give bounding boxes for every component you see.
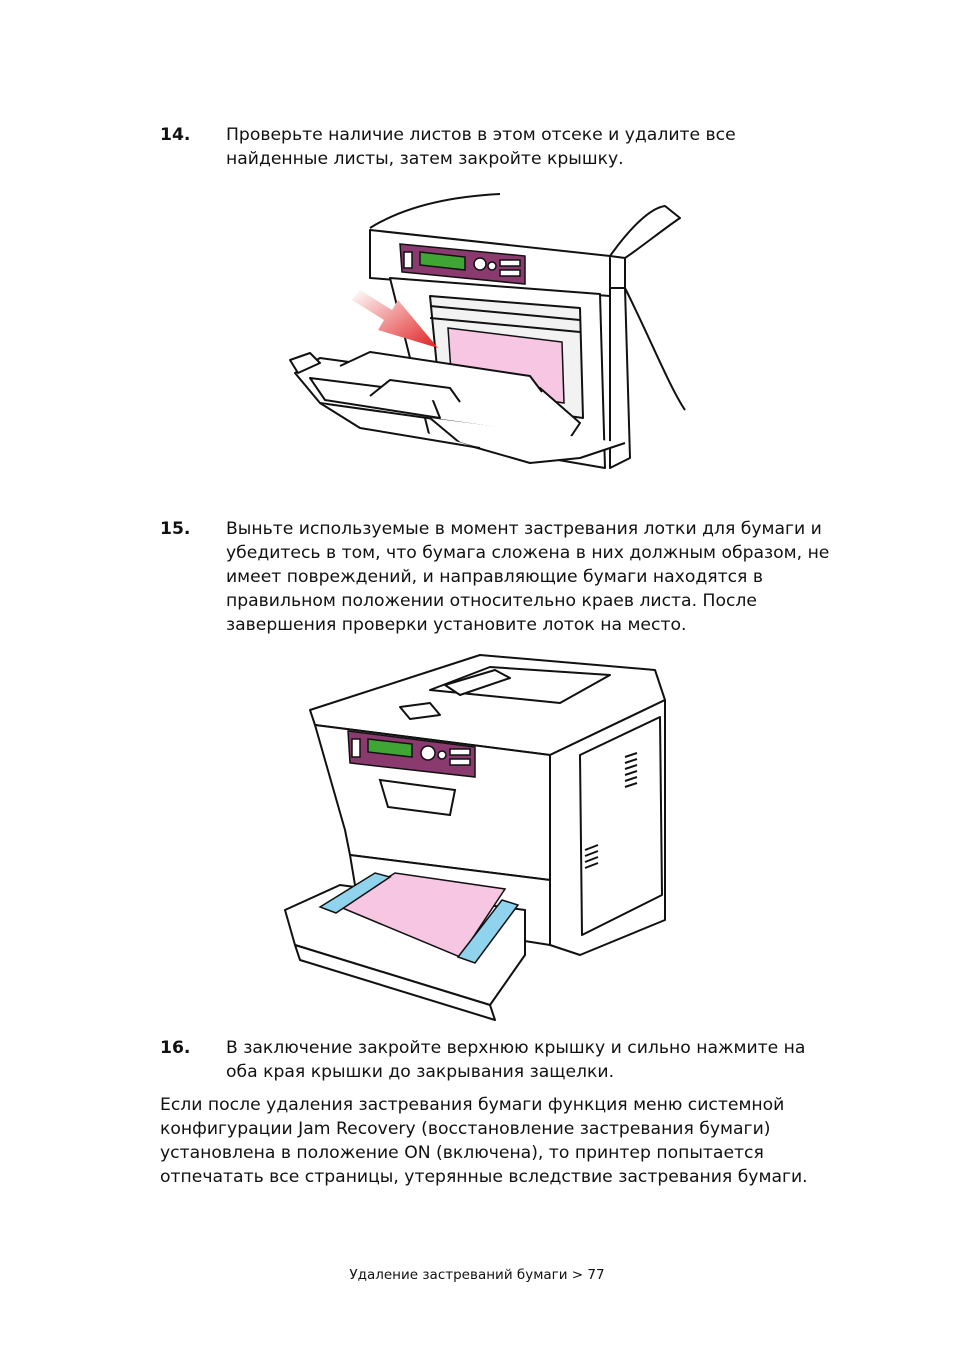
step-number: 15.	[160, 519, 191, 539]
jam-recovery-paragraph: Если после удаления застревания бумаги ф…	[160, 1095, 808, 1187]
step-number: 16.	[160, 1038, 191, 1058]
step-text: Проверьте наличие листов в этом отсеке и…	[226, 125, 736, 169]
step-text: Выньте используемые в момент застревания…	[226, 519, 830, 635]
printer-side-tray-illustration	[289, 193, 686, 469]
printer-paper-tray-illustration	[284, 654, 666, 1021]
step-text: В заключение закройте верхнюю крышку и с…	[226, 1038, 806, 1082]
step-number: 14.	[160, 125, 191, 145]
page-footer: Удаление застреваний бумаги > 77	[349, 1267, 605, 1283]
